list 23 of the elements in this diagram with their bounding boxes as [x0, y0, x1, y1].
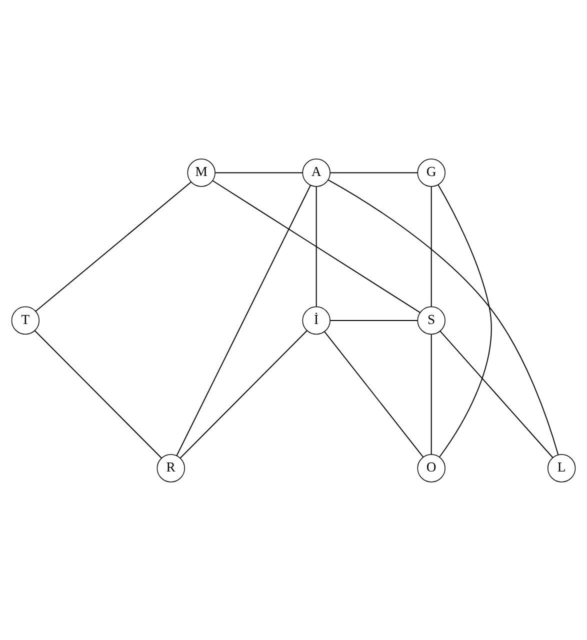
connector	[212, 180, 420, 312]
node-circle: T	[11, 306, 40, 334]
connector	[430, 186, 432, 307]
node-circle: R	[156, 454, 185, 482]
connector	[430, 333, 432, 455]
connector	[330, 172, 418, 173]
node-circle: L	[547, 454, 576, 482]
node-circle: M	[187, 158, 216, 186]
node-circle: G	[417, 158, 446, 186]
connector	[214, 172, 304, 173]
node-circle: A	[302, 158, 330, 186]
connector	[34, 330, 162, 458]
connector	[440, 330, 554, 458]
node-circle: İ	[302, 306, 330, 334]
connector	[180, 330, 308, 458]
connector	[324, 330, 424, 458]
connector	[328, 178, 559, 455]
node-circle: O	[417, 454, 446, 482]
connector	[316, 186, 317, 307]
connector	[176, 184, 311, 456]
connector	[438, 184, 492, 457]
connector	[35, 181, 192, 312]
node-circle: S	[417, 306, 446, 334]
